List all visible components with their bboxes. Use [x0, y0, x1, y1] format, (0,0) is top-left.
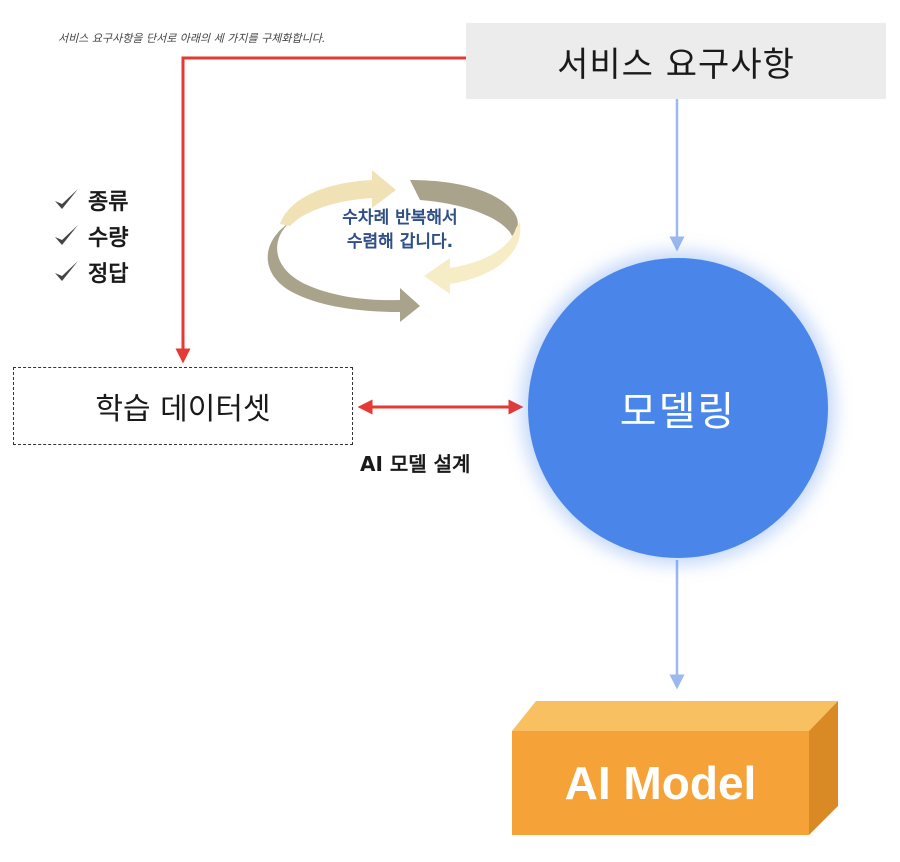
- checklist-label-quantity: 수량: [88, 226, 129, 251]
- training-dataset-box: 학습 데이터셋: [13, 367, 353, 445]
- cycle-caption: 수차례 반복해서 수렴해 갑니다.: [280, 206, 520, 254]
- cycle-caption-line1: 수차례 반복해서: [342, 208, 458, 228]
- ai-model-label: AI Model: [564, 757, 757, 809]
- modeling-circle: 모델링: [528, 258, 828, 558]
- list-item: 수량: [52, 218, 128, 254]
- service-requirements-box: 서비스 요구사항: [466, 23, 886, 99]
- cycle-arrows-icon: [267, 170, 521, 322]
- modeling-label: 모델링: [619, 389, 737, 435]
- ai-model-box-shape: [512, 701, 838, 835]
- training-dataset-label: 학습 데이터셋: [95, 392, 271, 427]
- checklist-label-kind: 종류: [88, 190, 129, 215]
- cycle-caption-line2: 수렴해 갑니다.: [346, 232, 454, 252]
- instruction-note: 서비스 요구사항을 단서로 아래의 세 가지를 구체화합니다.: [58, 32, 326, 45]
- ai-model-box: AI Model: [512, 731, 809, 835]
- list-item: 정답: [52, 254, 128, 290]
- checklist: 종류 수량 정답: [52, 182, 128, 290]
- list-item: 종류: [52, 182, 128, 218]
- requirements-to-dataset-arrow: [175, 56, 466, 364]
- checklist-label-answer: 정답: [88, 262, 129, 287]
- ai-model-design-label: AI 모델 설계: [360, 452, 471, 476]
- checkmark-icon: [55, 225, 78, 245]
- checkmark-icon: [55, 189, 78, 209]
- service-requirements-label: 서비스 요구사항: [557, 44, 795, 85]
- checkmark-icon: [55, 261, 78, 281]
